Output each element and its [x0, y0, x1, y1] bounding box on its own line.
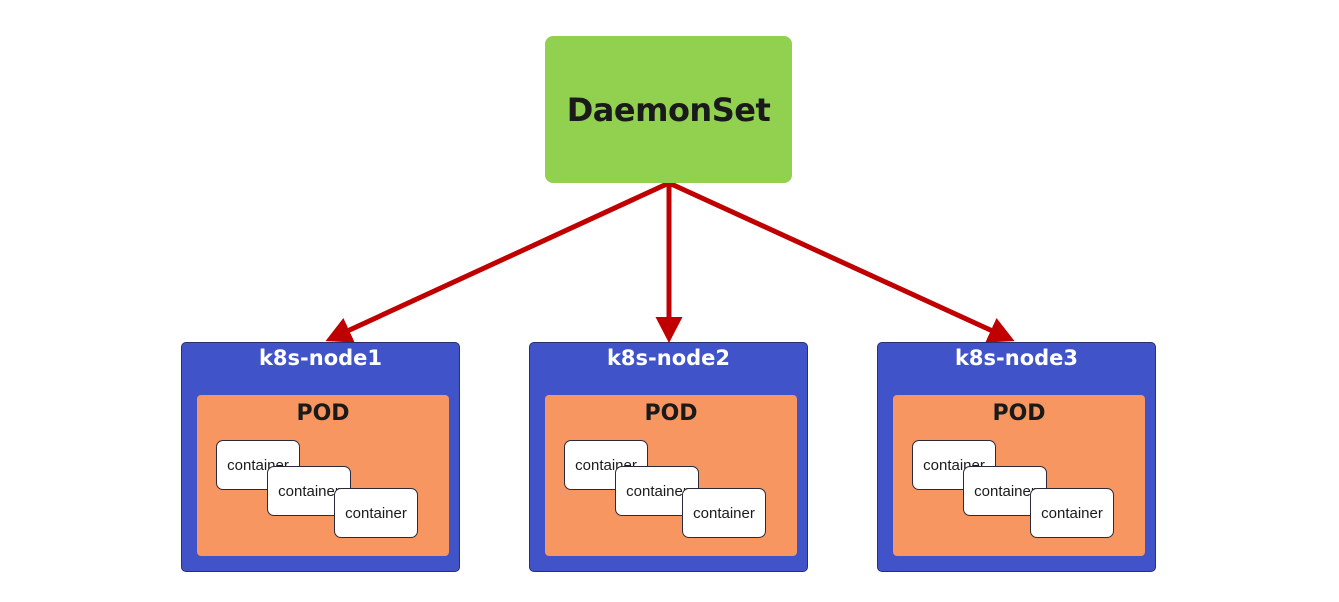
pod-box: POD container container container — [545, 395, 797, 556]
arrow-to-node1 — [325, 180, 671, 343]
pod-title: POD — [992, 401, 1046, 426]
node-k8s-node2: k8s-node2 POD container container contai… — [529, 342, 808, 572]
node-title: k8s-node3 — [954, 346, 1079, 370]
arrow-to-node3 — [667, 180, 1015, 343]
pod-title: POD — [296, 401, 350, 426]
pod-title: POD — [644, 401, 698, 426]
pod-box: POD container container container — [197, 395, 449, 556]
daemonset-label: DaemonSet — [566, 90, 771, 129]
container-box: container — [334, 488, 418, 538]
node-k8s-node1: k8s-node1 POD container container contai… — [181, 342, 460, 572]
container-box: container — [912, 440, 996, 490]
container-box: container — [1030, 488, 1114, 538]
daemonset-box: DaemonSet — [545, 36, 792, 183]
pod-box: POD container container container — [893, 395, 1145, 556]
container-box: container — [682, 488, 766, 538]
node-title: k8s-node2 — [606, 346, 731, 370]
node-title: k8s-node1 — [258, 346, 383, 370]
node-k8s-node3: k8s-node3 POD container container contai… — [877, 342, 1156, 572]
